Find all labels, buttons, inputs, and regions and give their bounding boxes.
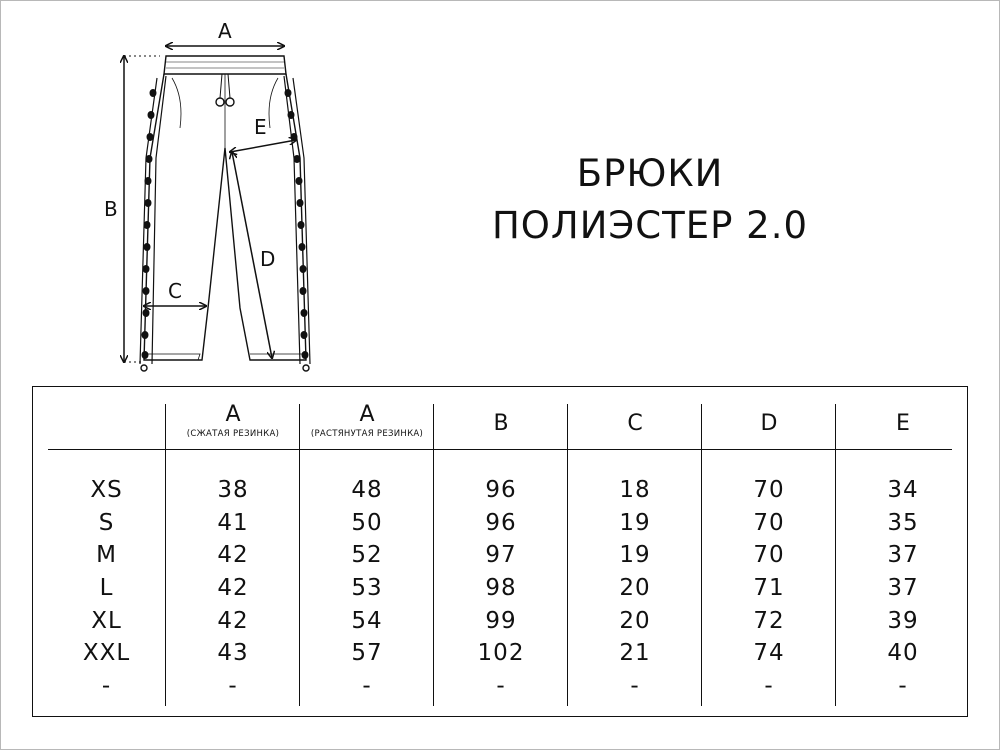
table-cell: 18 xyxy=(619,477,651,503)
column-divider xyxy=(165,404,166,706)
table-cell: 20 xyxy=(619,607,651,634)
diagram-label-b: B xyxy=(104,197,118,221)
column-divider xyxy=(701,404,702,706)
size-label: L xyxy=(99,575,114,602)
table-cell: 39 xyxy=(887,607,919,634)
column-e: 34 35 37 37 39 40 - xyxy=(837,474,969,703)
table-cell: 42 xyxy=(217,542,249,569)
table-cell: - xyxy=(764,673,774,700)
table-cell: 57 xyxy=(351,640,383,667)
column-a-compressed: 38 41 42 42 42 43 - xyxy=(167,474,299,703)
table-cell: 37 xyxy=(887,575,919,602)
table-cell: 19 xyxy=(619,509,651,536)
table-cell: - xyxy=(630,673,640,700)
table-cell: 37 xyxy=(887,542,919,569)
table-cell: 97 xyxy=(485,542,517,569)
table-cell: 70 xyxy=(753,509,785,536)
title-line-2: ПОЛИЭСТЕР 2.0 xyxy=(491,204,808,247)
table-cell: 21 xyxy=(619,640,651,667)
header-e: E xyxy=(896,411,910,436)
size-label: XL xyxy=(91,607,122,634)
table-cell: 35 xyxy=(887,509,919,536)
table-cell: 74 xyxy=(753,640,785,667)
stripe-pattern xyxy=(141,89,309,359)
table-cell: 42 xyxy=(217,575,249,602)
header-d: D xyxy=(760,411,778,436)
header-divider xyxy=(48,449,952,450)
table-cell: - xyxy=(496,673,506,700)
column-b: 96 96 97 98 99 102 - xyxy=(435,474,567,703)
table-cell: 99 xyxy=(485,607,517,634)
table-cell: 41 xyxy=(217,509,249,536)
size-column: XS S M L XL XXL - xyxy=(48,474,165,703)
table-cell: 19 xyxy=(619,542,651,569)
column-divider xyxy=(567,404,568,706)
table-cell: 54 xyxy=(351,607,383,634)
header-a-compressed: A (СЖАТАЯ РЕЗИНКА) xyxy=(186,402,280,439)
size-table xyxy=(32,386,968,717)
column-divider xyxy=(299,404,300,706)
table-cell: 96 xyxy=(485,477,517,503)
table-cell: 98 xyxy=(485,575,517,602)
table-cell: 53 xyxy=(351,575,383,602)
header-b: B xyxy=(493,411,509,436)
table-cell: 34 xyxy=(887,477,919,503)
diagram-label-c: C xyxy=(168,279,182,303)
table-cell: 48 xyxy=(351,477,383,503)
table-cell: 20 xyxy=(619,575,651,602)
column-c: 18 19 19 20 20 21 - xyxy=(569,474,701,703)
size-label: S xyxy=(98,509,115,536)
table-cell: 50 xyxy=(351,509,383,536)
measurement-arrows xyxy=(124,46,296,362)
column-d: 70 70 70 71 72 74 - xyxy=(703,474,835,703)
size-label: M xyxy=(96,542,117,569)
table-cell: 52 xyxy=(351,542,383,569)
diagram-label-a: A xyxy=(218,19,232,43)
table-cell: - xyxy=(898,673,908,700)
header-c: C xyxy=(627,411,643,436)
diagram-label-e: E xyxy=(254,115,267,139)
table-cell: - xyxy=(362,673,372,700)
pants-diagram: A B C D E xyxy=(104,19,311,372)
title-line-1: БРЮКИ xyxy=(576,152,724,195)
table-cell: 96 xyxy=(485,509,517,536)
product-title: БРЮКИ ПОЛИЭСТЕР 2.0 xyxy=(420,148,880,252)
table-cell: - xyxy=(228,673,238,700)
table-cell: 42 xyxy=(217,607,249,634)
table-cell: 38 xyxy=(217,477,249,503)
table-cell: 102 xyxy=(477,640,525,667)
header-a-stretched: A (РАСТЯНУТАЯ РЕЗИНКА) xyxy=(310,402,424,439)
column-a-stretched: 48 50 52 53 54 57 - xyxy=(301,474,433,703)
table-cell: 70 xyxy=(753,477,785,503)
table-cell: 43 xyxy=(217,640,249,667)
size-label: XS xyxy=(90,477,123,503)
table-cell: 70 xyxy=(753,542,785,569)
table-cell: 40 xyxy=(887,640,919,667)
pants-outline xyxy=(139,55,311,372)
column-divider xyxy=(835,404,836,706)
column-divider xyxy=(433,404,434,706)
size-label: XXL xyxy=(82,640,131,667)
table-cell: 72 xyxy=(753,607,785,634)
table-cell: 71 xyxy=(753,575,785,602)
size-label: - xyxy=(101,673,112,700)
diagram-label-d: D xyxy=(260,247,275,271)
